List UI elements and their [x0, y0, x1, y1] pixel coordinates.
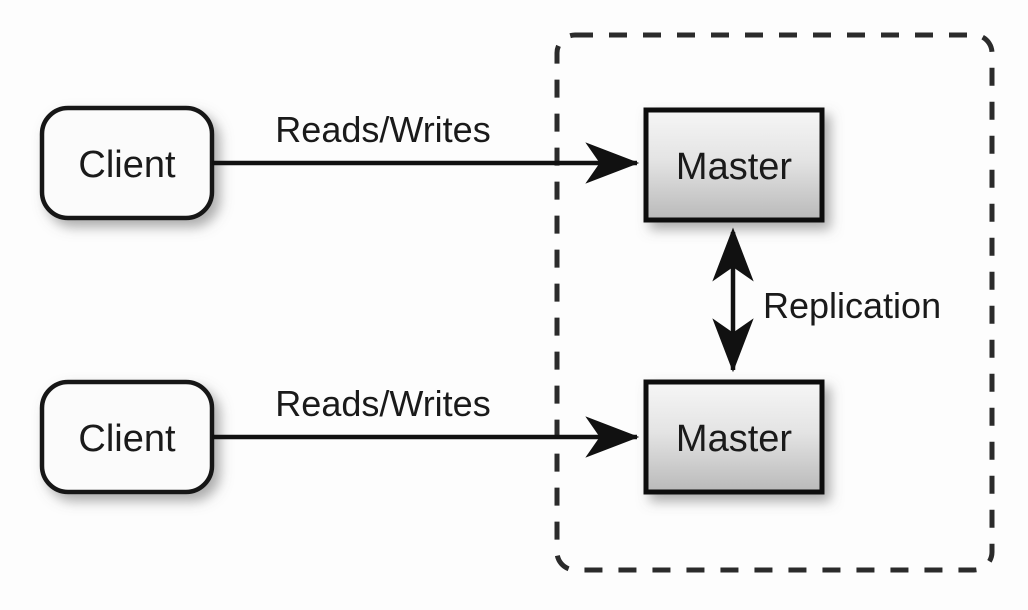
edge-client-bottom-to-master-bottom: Reads/Writes: [212, 383, 640, 458]
node-master-top[interactable]: Master: [643, 107, 825, 223]
node-master-bottom[interactable]: Master: [643, 379, 825, 495]
edge-label-replication: Replication: [763, 285, 941, 326]
edge-master-replication: Replication: [712, 227, 941, 373]
master-bottom-label: Master: [676, 418, 792, 460]
master-bottom-box: [643, 379, 825, 495]
client-top-label: Client: [78, 144, 176, 186]
node-client-bottom[interactable]: Client: [39, 379, 215, 495]
edge-label-reads-writes-bottom: Reads/Writes: [275, 383, 490, 424]
node-client-top[interactable]: Client: [39, 105, 215, 221]
master-top-box: [643, 107, 825, 223]
edge-client-top-to-master-top: Reads/Writes: [212, 109, 640, 184]
master-top-label: Master: [676, 146, 792, 188]
client-bottom-label: Client: [78, 418, 176, 460]
edge-label-reads-writes-top: Reads/Writes: [275, 109, 490, 150]
